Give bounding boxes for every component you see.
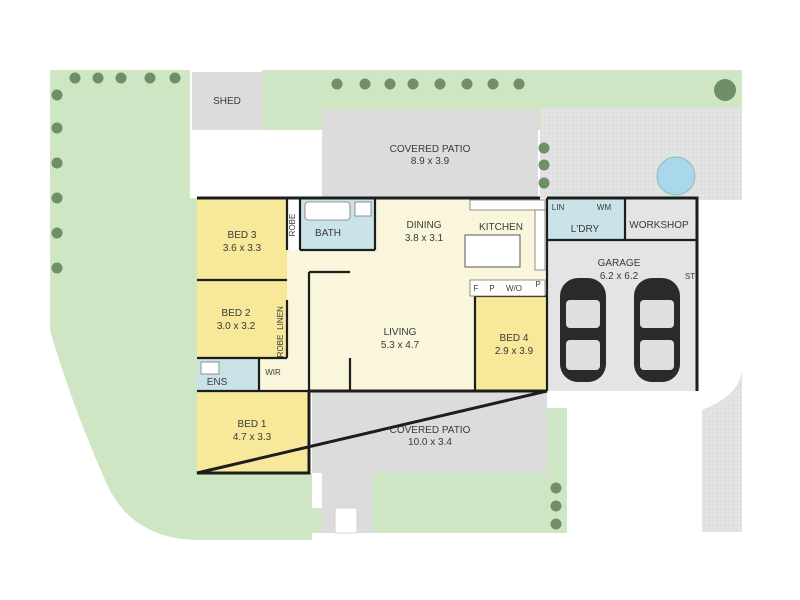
wir-room — [259, 358, 309, 391]
covered-patio-bottom-name: COVERED PATIO — [390, 425, 471, 436]
driveway — [540, 108, 742, 532]
wir-label: WIR — [265, 368, 281, 377]
bed1-size: 4.7 x 3.3 — [233, 432, 272, 443]
pantry-label-2: P — [535, 280, 540, 289]
living-name: LIVING — [384, 327, 417, 338]
bed2-name: BED 2 — [222, 308, 251, 319]
wm-label: WM — [597, 203, 612, 212]
pool — [656, 156, 696, 196]
garage-name: GARAGE — [598, 258, 641, 269]
garage-size: 6.2 x 6.2 — [600, 271, 639, 282]
shed — [192, 72, 262, 130]
bed3-size: 3.6 x 3.3 — [223, 243, 262, 254]
ens-name: ENS — [207, 377, 228, 388]
wall-oven-label: W/O — [506, 284, 522, 293]
ens-vanity — [200, 361, 220, 375]
pantry-block — [469, 279, 546, 297]
kitchen-island — [464, 234, 521, 268]
laundry-name: L'DRY — [571, 224, 600, 235]
linen-label: LINEN — [276, 306, 285, 330]
bathtub — [304, 201, 351, 221]
covered-patio-top-size: 8.9 x 3.9 — [411, 156, 450, 167]
shed-label: SHED — [213, 96, 241, 107]
bed4-room — [475, 296, 547, 391]
bed4-name: BED 4 — [500, 333, 529, 344]
lin-label: LIN — [552, 203, 565, 212]
dining-name: DINING — [407, 220, 442, 231]
entry-step — [334, 507, 358, 534]
bed3-name: BED 3 — [228, 230, 257, 241]
robe-mid-label: ROBE — [276, 335, 285, 358]
robe-top-label: ROBE — [288, 214, 297, 237]
fridge-label: F — [474, 284, 479, 293]
bed1-name: BED 1 — [238, 419, 267, 430]
covered-patio-top-name: COVERED PATIO — [390, 144, 471, 155]
bath-vanity — [354, 201, 372, 217]
lawn-right-strip — [547, 408, 567, 533]
pantry-label-1: P — [489, 284, 494, 293]
bed2-size: 3.0 x 3.2 — [217, 321, 256, 332]
covered-patio-top — [322, 110, 538, 200]
living-size: 5.3 x 4.7 — [381, 340, 420, 351]
dining-size: 3.8 x 3.1 — [405, 233, 444, 244]
car-icon — [634, 278, 680, 382]
lawn-left — [50, 70, 312, 540]
workshop-name: WORKSHOP — [629, 220, 689, 231]
storage-label: ST — [685, 272, 695, 281]
lawn-bottom-mid — [372, 473, 547, 533]
kitchen-name: KITCHEN — [479, 222, 523, 233]
laundry-room — [547, 198, 625, 240]
workshop-room — [625, 198, 697, 240]
car-icon — [560, 278, 606, 382]
bed4-size: 2.9 x 3.9 — [495, 346, 534, 357]
bed2-room — [197, 280, 287, 358]
kitchen-bench-right — [534, 209, 546, 271]
bath-name: BATH — [315, 228, 341, 239]
driveway-front — [567, 408, 702, 533]
shrub-row — [51, 72, 736, 530]
bed3-room — [197, 198, 287, 280]
kitchen-bench — [469, 199, 546, 211]
covered-patio-bottom-size: 10.0 x 3.4 — [408, 437, 452, 448]
covered-patio-bottom — [312, 391, 547, 473]
